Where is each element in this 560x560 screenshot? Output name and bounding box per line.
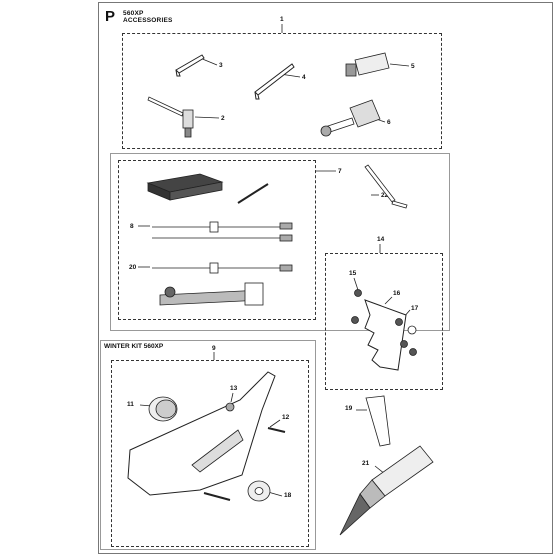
callout-20: 20	[129, 264, 137, 271]
callout-18: 18	[284, 492, 292, 499]
callout-19: 19	[345, 405, 353, 412]
callout-21: 21	[362, 460, 370, 467]
kit-section-frame	[110, 153, 450, 331]
callout-10: 10	[201, 421, 209, 428]
winter-kit-title: WINTER KIT 560XP	[104, 343, 164, 350]
callout-5: 5	[411, 63, 415, 70]
callout-9: 9	[212, 345, 216, 352]
callout-14: 14	[377, 236, 385, 243]
callout-11: 11	[127, 401, 134, 408]
section-letter: P	[105, 8, 116, 25]
callout-7: 7	[338, 168, 342, 175]
callout-22: 22	[381, 192, 389, 199]
callout-8: 8	[130, 223, 134, 230]
callout-15: 15	[349, 270, 357, 277]
callout-1: 1	[280, 16, 284, 23]
callout-12: 12	[282, 414, 290, 421]
tools-group-frame	[122, 33, 442, 149]
callout-13: 13	[230, 385, 238, 392]
winter-kit-frame	[100, 340, 316, 550]
callout-16: 16	[393, 290, 401, 297]
page-title: ACCESSORIES	[123, 17, 173, 24]
callout-3: 3	[219, 62, 223, 69]
callout-4: 4	[302, 74, 306, 81]
callout-6: 6	[387, 119, 391, 126]
winter-kit-group-frame	[111, 360, 309, 547]
callout-17: 17	[411, 305, 419, 312]
callout-2: 2	[221, 115, 225, 122]
chain-kit-group-frame	[118, 160, 316, 320]
guard-group-frame	[325, 253, 443, 390]
model-name: 560XP	[123, 10, 144, 17]
